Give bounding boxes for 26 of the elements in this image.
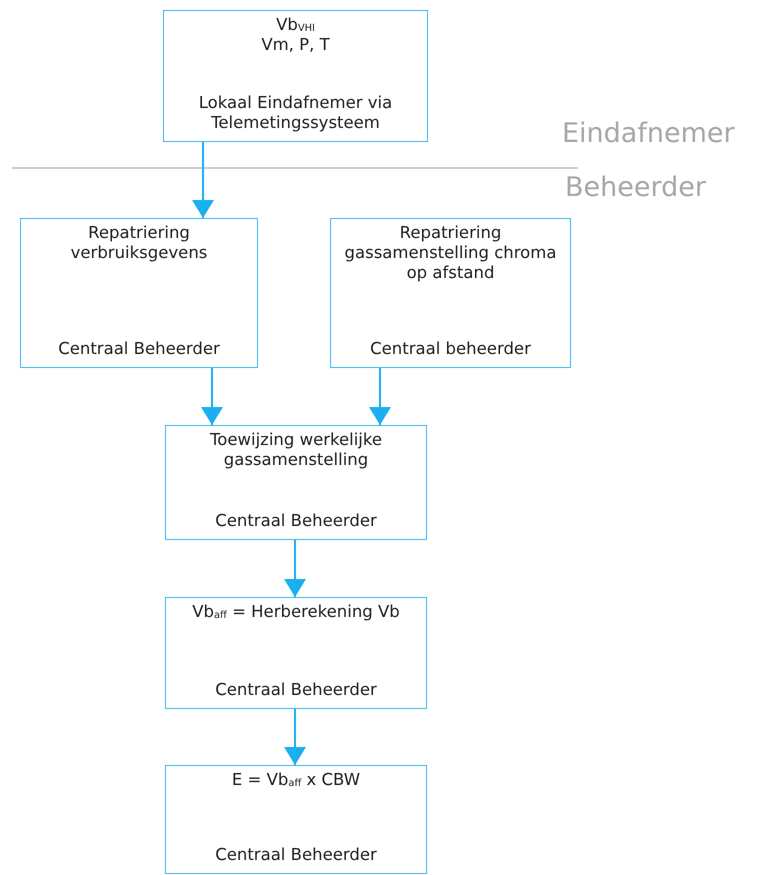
box-text: Centraal Beheerder xyxy=(58,338,220,359)
zone-label: Beheerder xyxy=(565,172,706,203)
box-text: Lokaal Eindafnemer via Telemetingssysteem xyxy=(198,92,394,133)
arrow xyxy=(284,540,306,597)
process-box xyxy=(165,597,427,709)
process-box xyxy=(163,10,428,142)
arrow xyxy=(201,368,223,425)
box-text: Centraal Beheerder xyxy=(215,510,377,531)
box-text: Centraal beheerder xyxy=(370,338,531,359)
box-text: Toewijzing werkelijke gassamenstelling xyxy=(208,430,384,470)
box-text: Vm, P, T xyxy=(261,35,330,56)
box-text: Repatriering gassamenstelling chroma op afstand xyxy=(344,223,558,284)
box-text: Centraal Beheerder xyxy=(215,680,377,700)
box-text: E = Vb$_{aff}$ x CBW xyxy=(232,770,360,790)
process-box xyxy=(165,765,427,874)
zone-label: Eindafnemer xyxy=(562,118,735,149)
box-text: Repatriering verbruiksgevens xyxy=(70,223,208,264)
arrow xyxy=(192,142,214,218)
box-text: Vb$_{VHI}$ xyxy=(276,15,315,36)
box-text: Centraal Beheerder xyxy=(215,844,377,865)
box-text: Vb$_{aff}$ = Herberekening Vb xyxy=(192,602,400,622)
arrow xyxy=(369,368,391,425)
arrow xyxy=(284,709,306,765)
process-box xyxy=(165,425,427,540)
process-box xyxy=(330,218,571,368)
process-box xyxy=(20,218,258,368)
